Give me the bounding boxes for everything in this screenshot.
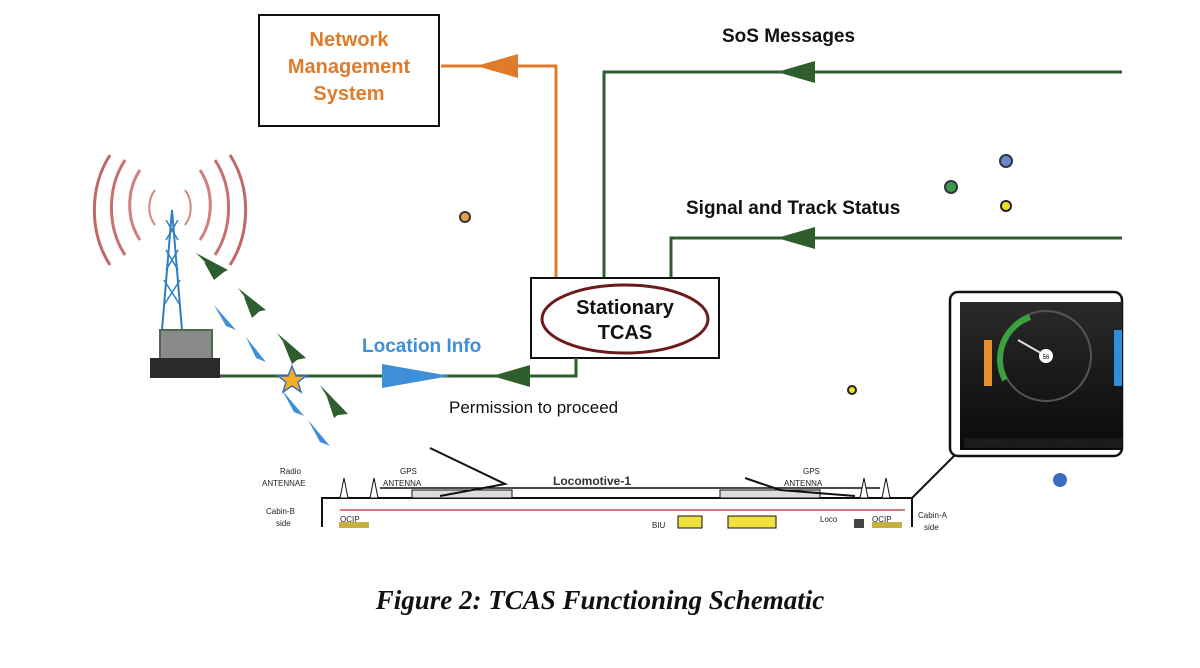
sos-messages-line: SoS Messages	[602, 26, 1122, 278]
signal-arrow-icon	[777, 227, 815, 249]
cabin-b-label-1: Cabin-B	[266, 507, 295, 516]
cabin-b-label-2: side	[276, 519, 291, 528]
decorative-dots	[459, 154, 1067, 487]
panel-button-5: ABRT	[1056, 439, 1077, 448]
gps-right-label-1: GPS	[803, 467, 820, 476]
permission-label: Permission to proceed	[449, 398, 618, 417]
panel-button-4: IDNT	[1034, 439, 1053, 448]
speed-value: 56	[1043, 355, 1050, 361]
ocip-right-label: OCIP	[872, 515, 892, 524]
sos-arrow-icon	[777, 61, 815, 83]
cabin-a-label-1: Cabin-A	[918, 511, 948, 520]
stationary-line-2: TCAS	[598, 322, 652, 344]
ocip-left-label: OCIP	[340, 515, 360, 524]
radio-tower-icon	[92, 154, 248, 378]
junction-star-icon	[275, 363, 309, 394]
cabin-a-label-2: side	[924, 523, 939, 532]
stationary-tcas-box: Stationary TCAS	[530, 277, 720, 359]
panel-button-1: F_TRP	[968, 439, 993, 448]
panel-button-7: CONF	[1100, 439, 1123, 448]
panel-button-2: REV	[990, 439, 1007, 448]
nms-line-1: Network	[310, 29, 390, 51]
radio-label-2: ANTENNAE	[262, 479, 306, 488]
panel-button-6: SR	[1078, 439, 1089, 448]
nms-line-2: Management	[288, 56, 411, 78]
gps-right-label-2: ANTENNA	[784, 479, 823, 488]
sos-messages-label: SoS Messages	[722, 26, 855, 47]
nms-line-3: System	[313, 83, 384, 105]
signal-track-label: Signal and Track Status	[686, 198, 900, 219]
panel-buttons: F_TRP REV SHNS IDNT ABRT SR CONF	[968, 439, 1123, 448]
gps-left-label-2: ANTENNA	[383, 479, 422, 488]
wireless-signal-arrows	[196, 253, 348, 446]
radio-label-1: Radio	[280, 467, 301, 476]
nms-link-line	[441, 54, 558, 278]
location-info-line: Location Info Permission to proceed	[220, 336, 618, 417]
signal-track-status-line: Signal and Track Status	[669, 198, 1122, 278]
cab-display-panel: 56	[911, 290, 1124, 499]
locomotive-title: Locomotive-1	[553, 474, 631, 488]
locomotive-diagram: Locomotive-1 Radio ANTENNAE GPS ANTENNA …	[262, 447, 948, 532]
orange-arrow-icon	[476, 54, 518, 78]
loco-label: Loco	[820, 515, 838, 524]
biu-label: BIU	[652, 521, 666, 530]
network-management-system-box: Network Management System	[258, 14, 440, 127]
permission-arrow-icon	[492, 365, 530, 387]
panel-button-3: SHNS	[1012, 439, 1034, 448]
location-arrow-icon	[382, 364, 450, 388]
figure-caption: Figure 2: TCAS Functioning Schematic	[375, 585, 825, 615]
gps-left-label-1: GPS	[400, 467, 417, 476]
location-info-label: Location Info	[362, 336, 481, 357]
stationary-line-1: Stationary	[576, 297, 675, 319]
